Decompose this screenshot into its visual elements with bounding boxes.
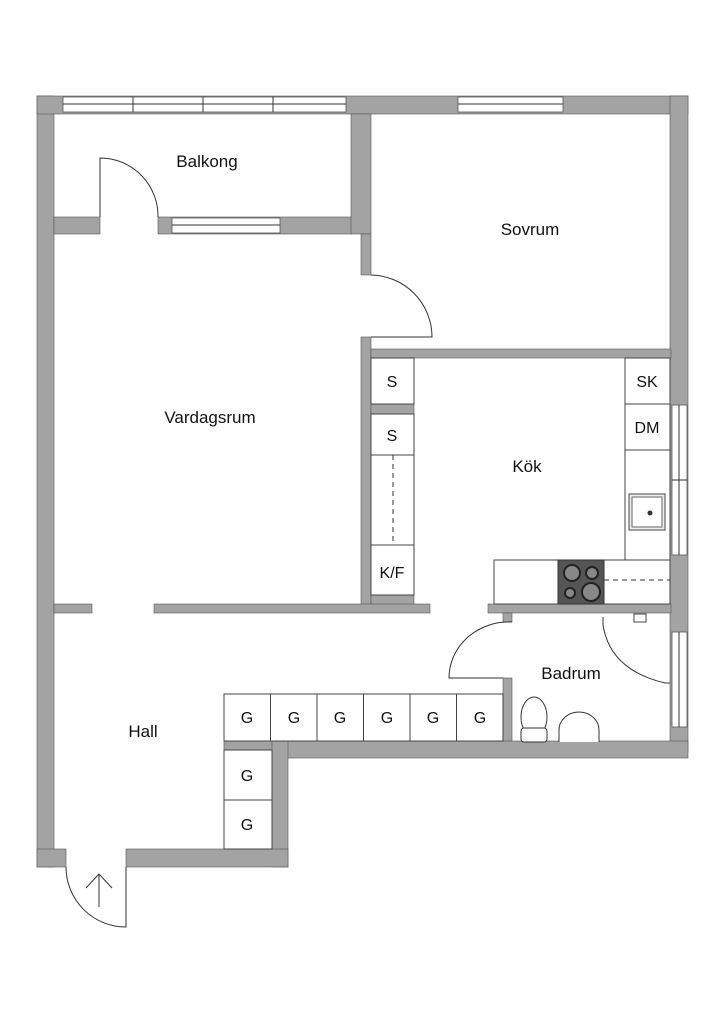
entrance-arrow-icon [85, 873, 113, 907]
walls [36, 95, 689, 868]
room-label-hall: Hall [128, 722, 157, 741]
storage-label: G [288, 710, 300, 727]
storage-label: G [241, 710, 253, 727]
kitchen-fixtures [370, 357, 671, 605]
shower-curtain [602, 617, 670, 684]
room-label-balkong: Balkong [176, 152, 237, 171]
storage-cabinets [223, 693, 504, 850]
doors [65, 157, 513, 928]
room-label-vardagsrum: Vardagsrum [164, 408, 255, 427]
toilet-icon [520, 696, 548, 743]
bathroom-fixtures [520, 613, 670, 743]
fridge-freezer-label: K/F [380, 565, 405, 582]
storage-label: G [474, 710, 486, 727]
sk-label: SK [636, 374, 658, 391]
storage-label: G [381, 710, 393, 727]
storage-label: G [241, 817, 253, 834]
washbasin-icon [558, 711, 600, 742]
room-label-kok: Kök [512, 457, 542, 476]
storage-label: G [427, 710, 439, 727]
closet-label: S [387, 374, 398, 391]
balcony-door [99, 157, 159, 218]
stove-icon [557, 559, 605, 605]
storage-label: G [241, 768, 253, 785]
sink-icon [628, 493, 666, 531]
bathroom-door [448, 621, 513, 679]
closet-label: S [387, 428, 398, 445]
bedroom-door [370, 274, 433, 338]
dishwasher-label: DM [635, 420, 660, 437]
entrance-door [65, 866, 127, 928]
room-label-badrum: Badrum [541, 664, 601, 683]
storage-label: G [334, 710, 346, 727]
room-label-sovrum: Sovrum [501, 220, 560, 239]
windows [62, 96, 688, 728]
